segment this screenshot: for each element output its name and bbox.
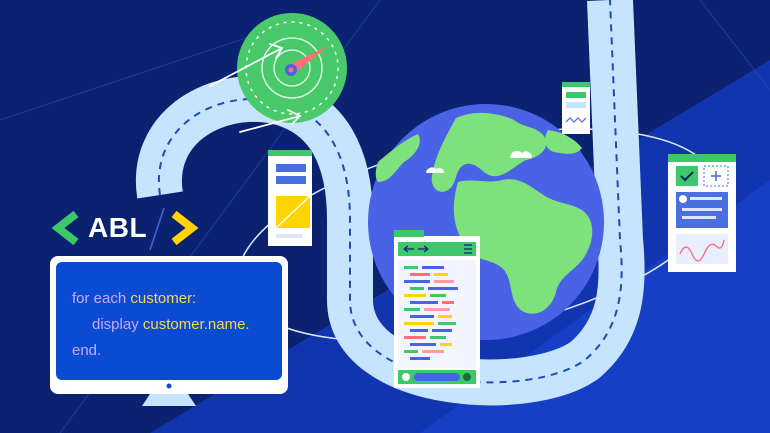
code-line-1: for each customer: — [72, 290, 196, 307]
menu-icon — [464, 244, 472, 254]
code-keyword: for each — [72, 290, 131, 307]
speedometer-icon — [237, 13, 347, 123]
mini-card — [562, 82, 590, 134]
code-keyword: end. — [72, 342, 102, 359]
dashboard-card — [668, 154, 736, 272]
code-identifier: customer: — [130, 290, 197, 307]
code-line-3: end. — [72, 342, 101, 359]
code-line-2: display customer.name. — [92, 316, 250, 333]
code-keyword: display — [92, 316, 143, 333]
check-icon — [676, 166, 698, 186]
chevron-right-icon — [171, 210, 199, 246]
code-card — [394, 230, 480, 388]
layout-card — [268, 150, 312, 246]
monitor-screen — [56, 262, 282, 380]
plus-icon — [703, 165, 729, 187]
arrow-right-icon — [418, 245, 429, 253]
chevron-left-icon — [51, 210, 79, 246]
code-identifier: customer.name. — [142, 316, 250, 333]
arrow-left-icon — [403, 245, 414, 253]
road-dashes — [157, 0, 623, 384]
abl-logo-text: ABL — [88, 212, 148, 243]
